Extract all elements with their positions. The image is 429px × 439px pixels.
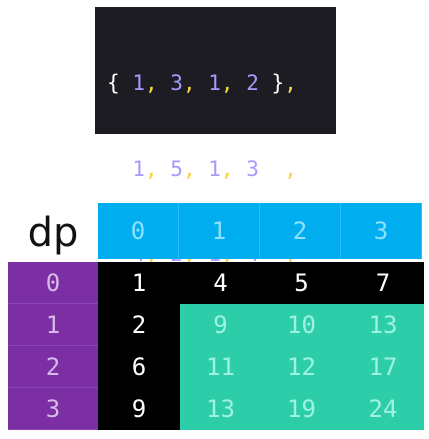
- code-value: 5: [170, 156, 183, 181]
- table-cell: 13: [342, 304, 424, 346]
- code-value: 3: [170, 71, 183, 95]
- table-cell: 19: [261, 388, 342, 430]
- code-value: 2: [246, 71, 259, 95]
- code-comma: ,: [144, 156, 158, 181]
- open-brace: {: [107, 156, 120, 181]
- table-cell: 9: [180, 304, 261, 346]
- close-brace: }: [271, 71, 285, 95]
- row-header-2: 2: [8, 346, 98, 388]
- table-cell: 2: [98, 304, 180, 346]
- table-cell: 5: [261, 262, 342, 304]
- code-comma: ,: [284, 156, 297, 181]
- code-comma: ,: [144, 71, 158, 95]
- table-cell: 11: [180, 346, 261, 388]
- table-cell: 9: [98, 388, 180, 430]
- code-row-0: { 1, 3, 1, 2 },: [107, 69, 336, 98]
- open-brace: {: [107, 71, 120, 95]
- code-comma: ,: [220, 71, 234, 95]
- code-comma: ,: [182, 156, 196, 181]
- column-header-0: 0: [98, 203, 179, 259]
- row-header-3: 3: [8, 388, 98, 430]
- code-value: 1: [132, 71, 145, 95]
- dp-table-label: dp: [27, 210, 79, 256]
- table-cell: 24: [342, 388, 424, 430]
- code-comma: ,: [220, 156, 234, 181]
- column-header-2: 2: [260, 203, 341, 259]
- column-header-1: 1: [179, 203, 260, 259]
- row-header-0: 0: [8, 262, 98, 304]
- table-cell: 12: [261, 346, 342, 388]
- code-comma: ,: [182, 71, 196, 95]
- column-header-3: 3: [341, 203, 422, 259]
- code-comma: ,: [284, 71, 297, 95]
- code-value: 1: [132, 156, 145, 181]
- table-cell: 7: [342, 262, 424, 304]
- table-cell: 4: [180, 262, 261, 304]
- code-value: 1: [208, 156, 221, 181]
- close-brace: }: [271, 156, 285, 181]
- table-cell: 13: [180, 388, 261, 430]
- table-cell: 17: [342, 346, 424, 388]
- code-value: 3: [246, 156, 259, 181]
- code-row-1: { 1, 5, 1, 3 },: [107, 155, 336, 184]
- table-cell: 1: [98, 262, 180, 304]
- code-value: 1: [208, 71, 221, 95]
- row-header-1: 1: [8, 304, 98, 346]
- table-cell: 6: [98, 346, 180, 388]
- table-cell: 10: [261, 304, 342, 346]
